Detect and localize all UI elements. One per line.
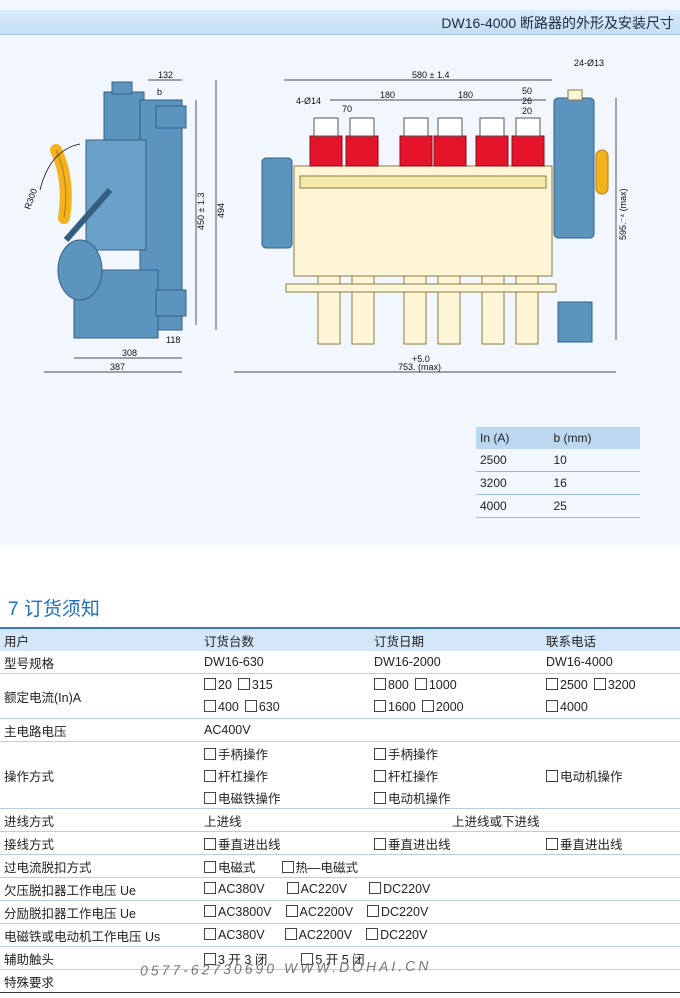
special-row: 特殊要求 xyxy=(0,969,680,993)
checkbox[interactable] xyxy=(369,882,382,894)
dim-580: 580 ± 1.4 xyxy=(412,70,449,80)
order-form-table: 用户 订货台数 订货日期 联系电话 型号规格 DW16-630 DW16-200… xyxy=(0,627,680,993)
op-row-1: 操作方式 手柄操作 手柄操作 电动机操作 xyxy=(0,741,680,809)
checkbox[interactable] xyxy=(374,678,386,690)
checkbox[interactable] xyxy=(204,747,216,760)
checkbox[interactable] xyxy=(301,952,314,965)
header-title: DW16-4000 断路器的外形及安装尺寸 xyxy=(441,15,674,31)
dim-494: 494 xyxy=(216,203,226,218)
trip-row: 过电流脱扣方式 电磁式热—电磁式 xyxy=(0,854,680,878)
checkbox[interactable] xyxy=(546,678,558,690)
checkbox[interactable] xyxy=(546,700,558,712)
checkbox[interactable] xyxy=(204,952,216,965)
dim-132: 132 xyxy=(158,70,173,80)
checkbox[interactable] xyxy=(244,700,257,712)
checkbox[interactable] xyxy=(204,928,216,940)
dim-180-a: 180 xyxy=(380,90,395,100)
checkbox[interactable] xyxy=(204,860,216,873)
side-view: R300 132 b 450 ± 1.3 494 308 387 118 xyxy=(22,70,226,373)
table-header: In (A) xyxy=(476,427,550,449)
dim-b: b xyxy=(157,87,162,97)
dim-118: 118 xyxy=(166,335,180,345)
model-row: 型号规格 DW16-630 DW16-2000 DW16-4000 xyxy=(0,651,680,674)
checkbox[interactable] xyxy=(204,905,216,917)
dim-26: 26 xyxy=(522,96,532,106)
section-title: 7 订货须知 xyxy=(8,599,100,620)
wire-row: 接线方式 垂直进出线 垂直进出线 垂直进出线 xyxy=(0,831,680,855)
table-header: b (mm) xyxy=(549,427,640,449)
checkbox[interactable] xyxy=(414,678,427,690)
checkbox[interactable] xyxy=(374,791,386,804)
dim-50: 50 xyxy=(522,86,532,96)
voltage-row: 主电路电压 AC400V xyxy=(0,718,680,742)
checkbox[interactable] xyxy=(546,769,558,782)
dim-20: 20 xyxy=(522,106,532,116)
dim-753-sup: +5.0 xyxy=(412,354,430,364)
checkbox[interactable] xyxy=(281,860,294,873)
checkbox[interactable] xyxy=(546,837,558,850)
checkbox[interactable] xyxy=(374,747,386,760)
checkbox[interactable] xyxy=(367,905,380,917)
dim-70: 70 xyxy=(342,104,352,114)
checkbox[interactable] xyxy=(204,882,216,894)
checkbox[interactable] xyxy=(286,882,299,894)
checkbox[interactable] xyxy=(285,905,298,917)
header-bar: DW16-4000 断路器的外形及安装尺寸 xyxy=(0,10,680,35)
in-row: 进线方式 上进线 上进线或下进线 xyxy=(0,808,680,832)
order-header-row: 用户 订货台数 订货日期 联系电话 xyxy=(0,627,680,651)
checkbox[interactable] xyxy=(237,678,250,690)
checkbox[interactable] xyxy=(204,700,216,712)
dim-387: 387 xyxy=(110,362,125,372)
checkbox[interactable] xyxy=(204,791,216,804)
dim-753: 753. (max) xyxy=(398,362,441,372)
checkbox[interactable] xyxy=(366,928,379,940)
checkbox[interactable] xyxy=(374,769,386,782)
front-view: 580 ± 1.4 24-Ø13 4-Ø14 70 180 180 50 26 … xyxy=(234,58,628,373)
dim-180-b: 180 xyxy=(458,90,473,100)
checkbox[interactable] xyxy=(284,928,297,940)
checkbox[interactable] xyxy=(421,700,434,712)
dim-450: 450 ± 1.3 xyxy=(196,193,206,230)
checkbox[interactable] xyxy=(374,700,386,712)
dim-308: 308 xyxy=(122,348,137,358)
breaker-drawing: R300 132 b 450 ± 1.3 494 308 387 118 xyxy=(22,58,628,373)
dim-r300: R300 xyxy=(22,187,39,211)
checkbox[interactable] xyxy=(593,678,606,690)
dim-24-13: 24-Ø13 xyxy=(574,58,604,68)
dim-595: 595.⁻⁴ (max) xyxy=(618,188,628,240)
op-row-2: 杆杠操作 杆杠操作 xyxy=(0,764,680,786)
checkbox[interactable] xyxy=(204,769,216,782)
op-row-3: 电磁铁操作 电动机操作 xyxy=(0,786,680,809)
checkbox[interactable] xyxy=(204,837,216,850)
checkbox[interactable] xyxy=(374,837,386,850)
dim-4-14: 4-Ø14 xyxy=(296,96,321,106)
checkbox[interactable] xyxy=(204,678,216,690)
